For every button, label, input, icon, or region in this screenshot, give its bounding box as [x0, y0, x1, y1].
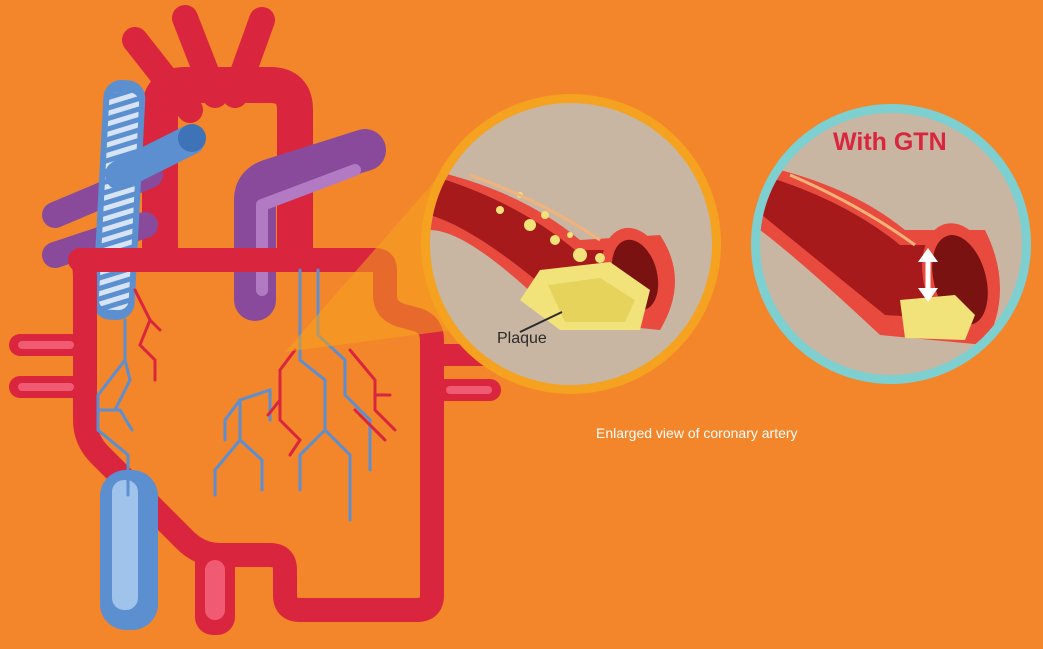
plaque-label: Plaque	[497, 330, 547, 348]
with-gtn-label: With GTN	[833, 128, 947, 157]
artery-with-plaque-view	[421, 94, 721, 394]
superior-vena-cava	[92, 79, 147, 321]
caption: Enlarged view of coronary artery	[596, 425, 798, 441]
